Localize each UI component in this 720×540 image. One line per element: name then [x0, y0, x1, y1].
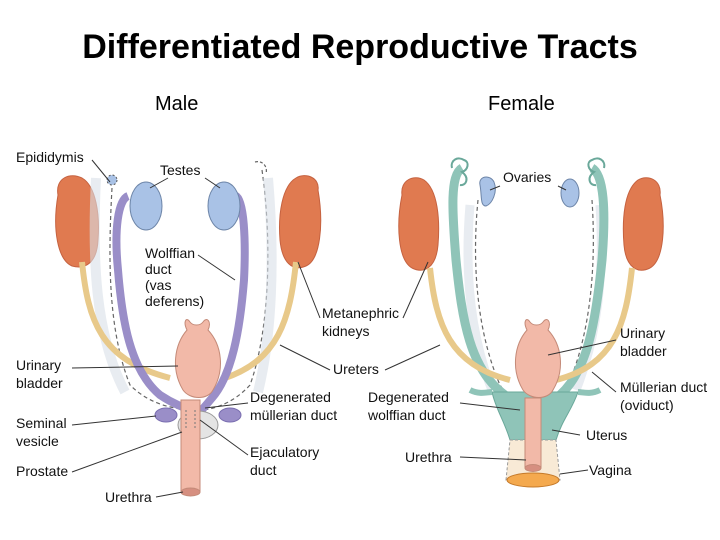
- male-right-wolffian-duct: [197, 192, 249, 415]
- female-left-kidney: [398, 177, 440, 271]
- label-metanephric-1: Metanephric: [322, 305, 399, 321]
- label-metanephric-2: kidneys: [322, 323, 369, 339]
- label-ejaculatory-2: duct: [250, 462, 277, 478]
- female-left-fimbria: [450, 157, 469, 187]
- male-left-mullerian-remnant: [106, 174, 118, 186]
- label-ovaries: Ovaries: [503, 169, 551, 185]
- male-left-testis: [129, 181, 163, 231]
- male-right-ureter: [224, 261, 299, 381]
- male-right-kidney: [279, 175, 322, 269]
- label-female-urethra: Urethra: [405, 449, 452, 465]
- female-urinary-bladder: [514, 319, 561, 398]
- label-wolffian-2: duct: [145, 261, 172, 277]
- label-wolffian-1: Wolffian: [145, 245, 195, 261]
- female-right-degenerated-wolffian-duct: [545, 199, 594, 419]
- female-left-ureter: [427, 267, 511, 383]
- male-urinary-bladder: [174, 319, 221, 398]
- label-degen-mullerian-1: Degenerated: [250, 389, 331, 405]
- label-degen-wolffian-2: wolffian duct: [367, 407, 446, 423]
- female-left-ovary: [479, 176, 496, 207]
- label-wolffian-3: (vas: [145, 277, 171, 293]
- female-right-fimbria: [587, 157, 606, 187]
- label-female-urinary-2: bladder: [620, 343, 667, 359]
- female-urethra: [524, 397, 542, 469]
- female-left-mullerian-duct: [448, 164, 508, 399]
- female-heading: Female: [488, 93, 555, 115]
- label-seminal-2: vesicle: [16, 433, 59, 449]
- male-left-seminal-vesicle: [154, 407, 178, 423]
- male-urethra: [180, 399, 201, 493]
- male-left-degenerated-mullerian-duct: [109, 187, 201, 411]
- female-labels: Ovaries Urinary bladder Müllerian duct (…: [367, 169, 707, 478]
- slide-title: Differentiated Reproductive Tracts: [82, 28, 638, 66]
- female-tract: [398, 157, 664, 488]
- male-heading: Male: [155, 93, 199, 115]
- male-labels: Epididymis Testes Wolffian duct (vas def…: [16, 149, 337, 505]
- label-male-urinary-1: Urinary: [16, 357, 61, 373]
- label-female-urinary-1: Urinary: [620, 325, 665, 341]
- label-ureters: Ureters: [333, 361, 379, 377]
- label-epididymis: Epididymis: [16, 149, 84, 165]
- female-right-ureter: [555, 267, 635, 383]
- female-right-ovary: [560, 178, 580, 208]
- male-tract: [55, 161, 322, 497]
- label-degen-wolffian-1: Degenerated: [368, 389, 449, 405]
- label-testes: Testes: [160, 162, 200, 178]
- male-left-ureter: [79, 261, 171, 381]
- female-left-degenerated-wolffian-duct: [474, 199, 523, 419]
- label-uterus: Uterus: [586, 427, 627, 443]
- label-mullerian-2: (oviduct): [620, 397, 674, 413]
- female-right-kidney: [622, 177, 664, 271]
- leader-lines: [71, 159, 617, 498]
- label-male-urethra: Urethra: [105, 489, 152, 505]
- label-seminal-1: Seminal: [16, 415, 67, 431]
- label-mullerian-1: Müllerian duct: [620, 379, 707, 395]
- label-prostate: Prostate: [16, 463, 68, 479]
- male-left-wolffian-duct: [112, 192, 200, 416]
- male-right-seminal-vesicle: [218, 407, 242, 423]
- male-right-testis: [207, 181, 241, 231]
- label-degen-mullerian-2: müllerian duct: [250, 407, 337, 423]
- label-ejaculatory-1: Ejaculatory: [250, 444, 319, 460]
- label-vagina: Vagina: [589, 462, 632, 478]
- label-male-urinary-2: bladder: [16, 375, 63, 391]
- shared-labels: Metanephric kidneys Ureters: [322, 305, 399, 377]
- label-wolffian-4: deferens): [145, 293, 204, 309]
